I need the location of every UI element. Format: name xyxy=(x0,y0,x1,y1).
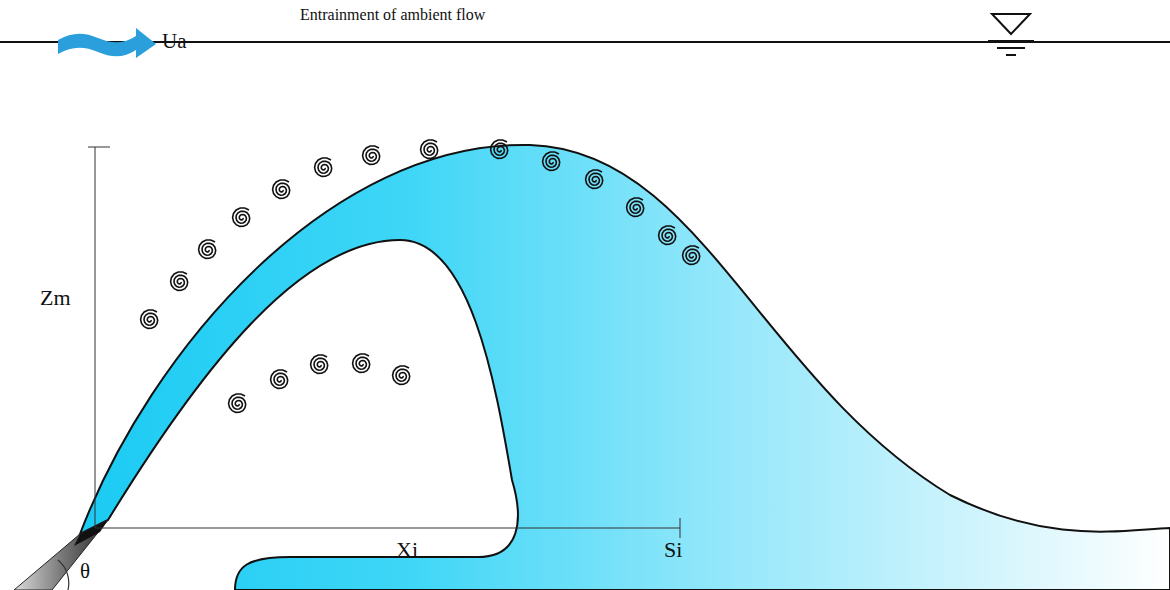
eddy-spiral xyxy=(229,394,246,412)
eddy-spiral xyxy=(271,370,288,388)
eddy-spiral xyxy=(586,170,603,188)
nozzle-outlet xyxy=(74,520,108,546)
eddy-spiral xyxy=(491,140,508,158)
dimension-label: Si xyxy=(664,538,682,562)
water-level-symbol xyxy=(988,14,1034,55)
dimension-label: Zm xyxy=(40,286,71,310)
angle-label: θ xyxy=(80,560,90,583)
jet-plume xyxy=(80,145,1170,590)
entrainment-eddies xyxy=(141,140,700,412)
nozzle-pipe xyxy=(14,520,108,590)
eddy-spiral xyxy=(543,152,560,170)
eddy-spiral xyxy=(421,140,438,158)
flow-arrow xyxy=(58,28,156,58)
eddy-spiral xyxy=(659,226,676,244)
eddy-spiral xyxy=(363,146,380,164)
eddy-spiral xyxy=(353,354,370,372)
eddy-spiral xyxy=(627,198,644,216)
eddy-spiral xyxy=(141,310,158,328)
eddy-spiral xyxy=(273,180,290,198)
eddy-spiral xyxy=(393,366,410,384)
annotation-text: Entrainment of ambient flow xyxy=(300,6,485,24)
eddy-spiral xyxy=(315,158,332,176)
dimension-lines xyxy=(88,147,680,538)
eddy-spiral xyxy=(233,208,250,226)
velocity-label: Ua xyxy=(162,30,187,53)
dimension-label: Xi xyxy=(396,538,418,562)
eddy-spiral xyxy=(311,355,328,373)
eddy-spiral xyxy=(683,246,700,264)
eddy-spiral xyxy=(171,272,188,290)
eddy-spiral xyxy=(199,240,216,258)
angle-arc xyxy=(58,560,69,590)
